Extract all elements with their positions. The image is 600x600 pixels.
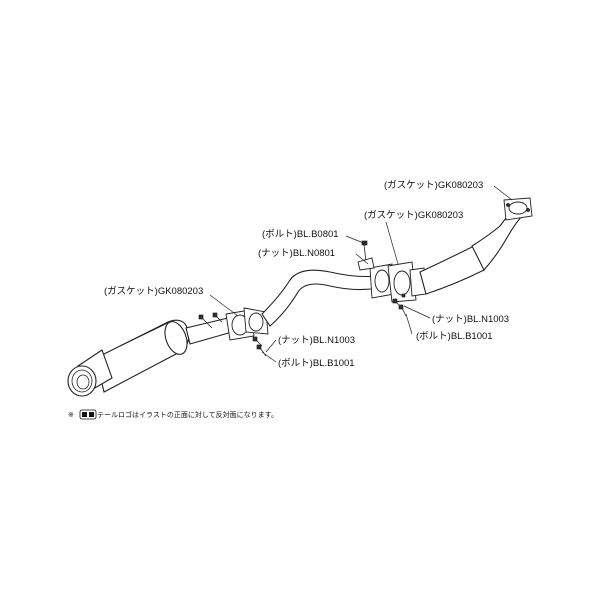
tail-pipe xyxy=(67,349,113,397)
footnote: ※ テールロゴはイラストの正面に対して反対面になります。 xyxy=(68,409,278,420)
label-gasket-top: (ガスケット)GK080203 xyxy=(384,180,483,191)
label-gasket-left: (ガスケット)GK080203 xyxy=(104,286,203,297)
label-bolt-1001-left: (ボルト)BL.B1001 xyxy=(278,358,355,369)
footnote-mark: ※ xyxy=(68,412,74,419)
label-bolt-0801: (ボルト)BL.B0801 xyxy=(262,229,339,240)
left-flange-joint xyxy=(225,307,269,341)
top-flange xyxy=(503,197,533,221)
mid-flange-joint xyxy=(369,261,427,303)
left-bolts xyxy=(198,312,267,357)
label-gasket-mid: (ガスケット)GK080203 xyxy=(364,210,463,221)
label-bolt-1001-right: (ボルト)BL.B1001 xyxy=(416,331,493,342)
rear-pipe xyxy=(185,317,233,345)
brand-logo-mark-2 xyxy=(89,412,94,417)
footnote-text: テールロゴはイラストの正面に対して反対面になります。 xyxy=(97,410,278,419)
label-nut-0801: (ナット)BL.N0801 xyxy=(258,248,335,259)
muffler xyxy=(95,319,190,393)
mid-bolts xyxy=(357,240,407,317)
center-pipe xyxy=(261,269,381,327)
leader-lines xyxy=(209,185,513,363)
brand-logo-mark xyxy=(82,412,87,417)
front-pipe xyxy=(419,205,525,295)
label-nut-1003-left: (ナット)BL.N1003 xyxy=(278,335,355,346)
label-nut-1003-right: (ナット)BL.N1003 xyxy=(432,314,509,325)
